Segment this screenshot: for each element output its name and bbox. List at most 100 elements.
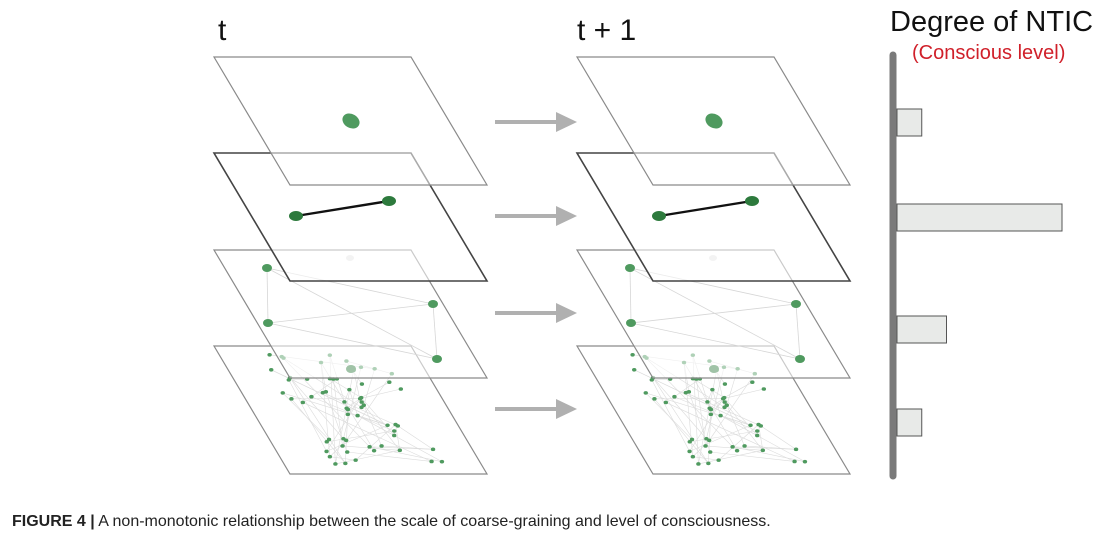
node (397, 448, 403, 453)
node (379, 444, 384, 448)
node (716, 458, 721, 462)
node (690, 454, 696, 459)
node (643, 391, 648, 395)
node (683, 390, 689, 395)
node (696, 462, 701, 466)
edge (710, 451, 795, 462)
edge (361, 397, 395, 436)
edge (329, 440, 347, 457)
node (652, 397, 657, 401)
node (387, 380, 392, 384)
time-arrow (495, 206, 577, 226)
node (745, 196, 759, 206)
edge (381, 445, 434, 450)
arrow-head (556, 206, 577, 226)
edge (692, 456, 719, 461)
edge (395, 424, 401, 451)
edge (397, 425, 434, 450)
edge (311, 396, 395, 432)
node (755, 429, 760, 433)
layer-top (575, 56, 852, 186)
node (333, 462, 338, 466)
node (342, 113, 360, 129)
edge (674, 396, 758, 432)
node (263, 319, 273, 327)
arrow-head (556, 112, 577, 132)
arrow-head (556, 303, 577, 323)
edge (696, 378, 706, 446)
node (687, 439, 692, 444)
edge (363, 405, 382, 447)
node (756, 422, 761, 427)
node (324, 449, 329, 454)
edge (718, 424, 759, 461)
edge (689, 424, 751, 452)
edge (724, 381, 753, 398)
node (705, 400, 710, 404)
node (280, 391, 285, 395)
edge (355, 424, 396, 461)
node (344, 406, 349, 411)
node (367, 445, 372, 449)
level-bar-bottom (896, 408, 923, 437)
edge (698, 450, 763, 465)
node (289, 211, 303, 221)
level-bar-top (896, 108, 923, 137)
caption-figure-id: FIGURE 4 | (12, 513, 95, 530)
node (722, 382, 728, 386)
node (626, 319, 636, 327)
edge (347, 451, 432, 462)
node (269, 367, 274, 372)
edge (707, 389, 713, 402)
edge (652, 377, 709, 464)
level-bar-second (896, 203, 1063, 232)
node (432, 355, 442, 363)
edge (658, 199, 753, 218)
node (652, 211, 666, 221)
node (663, 400, 669, 405)
node (361, 403, 366, 408)
edge (744, 445, 797, 450)
edge (295, 199, 390, 218)
edge (333, 378, 343, 446)
edge (732, 446, 805, 462)
edge (302, 402, 432, 462)
node (355, 413, 360, 418)
node (722, 400, 727, 404)
ntic-scale (889, 51, 1063, 480)
edge (706, 367, 725, 439)
edge (335, 370, 354, 465)
edge (689, 430, 758, 443)
level-bar-third (896, 315, 947, 344)
edge (289, 377, 344, 439)
node (722, 395, 727, 400)
edge (267, 322, 438, 360)
edge (760, 425, 797, 450)
node (793, 447, 799, 452)
edge (758, 424, 764, 451)
edge (326, 424, 388, 452)
node (708, 450, 713, 454)
edge (335, 450, 400, 465)
edge (360, 388, 401, 399)
edge (665, 402, 795, 462)
node (625, 264, 635, 272)
edge (723, 388, 764, 399)
node (393, 422, 398, 427)
node (795, 355, 805, 363)
edge (329, 378, 362, 398)
node (792, 459, 797, 464)
node (359, 395, 364, 400)
layer-third (212, 249, 489, 379)
edge (342, 445, 400, 451)
node (353, 458, 358, 462)
node (300, 400, 306, 405)
edge (344, 389, 350, 402)
edge (630, 322, 801, 360)
node (398, 387, 404, 391)
node (341, 436, 346, 441)
edge (688, 391, 711, 453)
edge (651, 379, 690, 452)
node (347, 387, 352, 392)
node (730, 445, 735, 449)
